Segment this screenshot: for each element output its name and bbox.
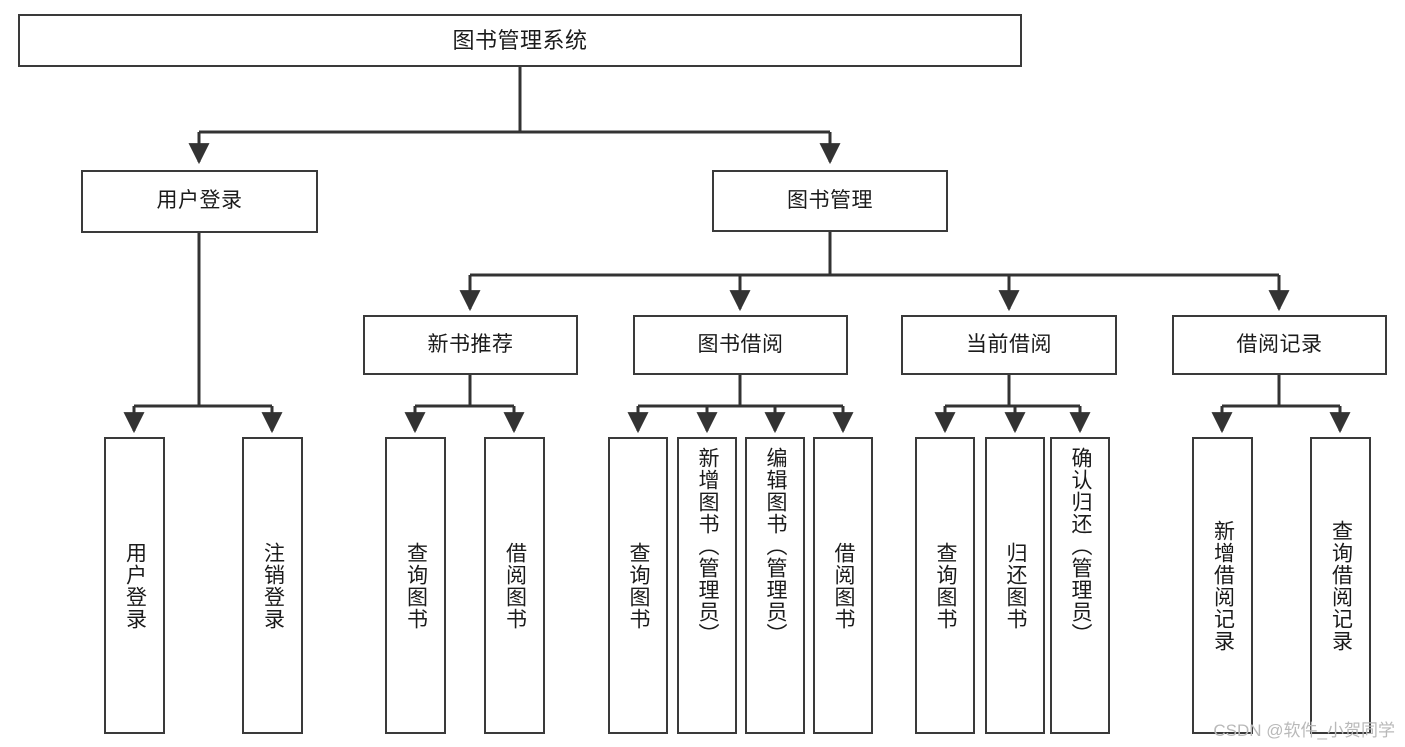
node-borrow-record[interactable]: 借阅记录 (1172, 315, 1387, 375)
node-book-manage[interactable]: 图书管理 (712, 170, 948, 232)
node-label: 注销登录 (261, 541, 285, 630)
node-label: 借阅图书 (503, 541, 527, 630)
node-current-borrow[interactable]: 当前借阅 (901, 315, 1117, 375)
leaf-edit-book-admin[interactable]: 编辑图书（管理员） (745, 437, 805, 734)
node-label: 图书管理 (787, 188, 873, 212)
leaf-query-book-current[interactable]: 查询图书 (915, 437, 975, 734)
node-label: 查询图书 (404, 541, 428, 630)
node-root-system[interactable]: 图书管理系统 (18, 14, 1022, 67)
node-label: 当前借阅 (966, 332, 1052, 356)
leaf-add-book-admin[interactable]: 新增图书（管理员） (677, 437, 737, 734)
leaf-borrow-book[interactable]: 借阅图书 (813, 437, 873, 734)
node-label: 查询借阅记录 (1329, 519, 1353, 652)
leaf-logout[interactable]: 注销登录 (242, 437, 303, 734)
leaf-user-login[interactable]: 用户登录 (104, 437, 165, 734)
node-label: 编辑图书（管理员） (764, 447, 788, 645)
node-label: 查询图书 (627, 541, 651, 630)
node-label: 图书管理系统 (452, 27, 588, 53)
node-label: 新增借阅记录 (1211, 519, 1235, 652)
node-book-borrow[interactable]: 图书借阅 (633, 315, 848, 375)
leaf-borrow-book-new[interactable]: 借阅图书 (484, 437, 545, 734)
node-user-login[interactable]: 用户登录 (81, 170, 318, 233)
leaf-confirm-return-admin[interactable]: 确认归还（管理员） (1050, 437, 1110, 734)
node-label: 借阅记录 (1236, 332, 1323, 356)
leaf-return-book[interactable]: 归还图书 (985, 437, 1045, 734)
node-label: 确认归还（管理员） (1069, 447, 1093, 645)
node-label: 新书推荐 (427, 332, 514, 356)
leaf-query-borrow-record[interactable]: 查询借阅记录 (1310, 437, 1371, 734)
node-new-book-recommend[interactable]: 新书推荐 (363, 315, 578, 375)
leaf-add-borrow-record[interactable]: 新增借阅记录 (1192, 437, 1253, 734)
leaf-query-book-new[interactable]: 查询图书 (385, 437, 446, 734)
node-label: 归还图书 (1004, 541, 1028, 630)
node-label: 用户登录 (156, 189, 243, 213)
leaf-query-book-borrow[interactable]: 查询图书 (608, 437, 668, 734)
node-label: 借阅图书 (832, 541, 856, 630)
node-label: 图书借阅 (697, 332, 784, 356)
node-label: 用户登录 (123, 541, 147, 630)
node-label: 新增图书（管理员） (696, 447, 720, 645)
node-label: 查询图书 (934, 541, 958, 630)
